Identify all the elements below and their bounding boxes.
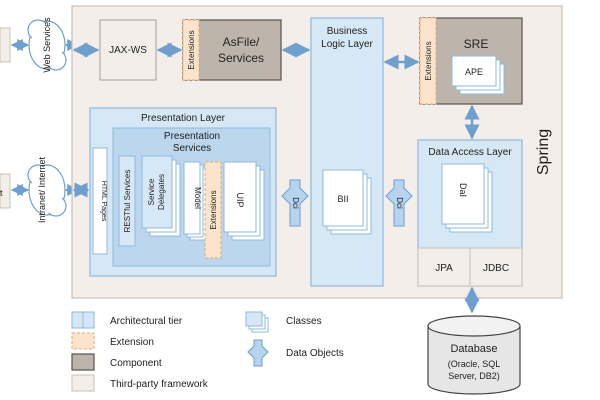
asfile-label-line2: Services: [218, 51, 264, 65]
legend-classes-icon: [245, 311, 269, 333]
model-label: Model: [193, 187, 202, 209]
sre-extensions-strip: [419, 17, 437, 105]
web-services-label: Web Services: [42, 17, 52, 73]
uip-classes: UIP: [223, 161, 265, 241]
database-title: Database: [450, 343, 497, 355]
intranet-cloud: Intranet/ Internet: [27, 156, 67, 223]
asfile-extensions-strip: [182, 19, 200, 81]
asfile-label-line1: AsFile/: [223, 35, 260, 49]
asfile-extensions-label: Extensions: [187, 30, 196, 69]
jdbc-label: JDBC: [483, 263, 509, 274]
presentation-extensions-label: Extensions: [209, 190, 218, 229]
external-stub-top: [0, 27, 11, 63]
presentation-layer-label: Presentation Layer: [141, 113, 226, 124]
model-classes: Model: [183, 161, 207, 241]
dci-right-label: Dci: [395, 197, 404, 209]
business-label-line2: Logic Layer: [321, 39, 373, 50]
intranet-label-line1: Intranet/ Internet: [37, 156, 47, 223]
service-delegates-label-line2: Delegates: [157, 174, 166, 210]
legend-third-party: Third-party framework: [110, 379, 209, 390]
legend-swatch-extension: [71, 332, 95, 350]
legend-swatch-component: [71, 353, 95, 371]
ape-label: APE: [465, 67, 483, 77]
jaxws-label: JAX-WS: [109, 45, 147, 56]
bll-classes: BII: [322, 169, 372, 235]
business-logic-layer: [310, 17, 384, 287]
data-access-layer-label: Data Access Layer: [428, 147, 512, 158]
jaxws-box: [99, 19, 157, 81]
business-label-line1: Business: [327, 26, 368, 37]
presentation-services-label-line1: Presentation: [164, 131, 220, 142]
dal-classes: DaI: [441, 163, 493, 233]
jpa-label: JPA: [435, 263, 453, 274]
presentation-extensions-strip: [204, 161, 222, 259]
ape-classes: APE: [451, 55, 505, 95]
legend-data-objects: Data Objects: [286, 348, 344, 359]
dci-left-label: Dci: [291, 197, 300, 209]
uip-label: UIP: [235, 192, 245, 207]
legend-classes: Classes: [286, 316, 322, 327]
legend-extension: Extension: [110, 337, 154, 348]
database-line2: Server, DB2): [448, 371, 500, 381]
dal-label: DaI: [458, 183, 468, 197]
legend-data-objects-icon: [247, 339, 269, 367]
jdbc-box: [469, 247, 523, 287]
restful-services-label: RESTful Services: [123, 170, 132, 233]
external-stub-bottom-label: t: [0, 188, 3, 198]
presentation-services-label-line2: Services: [173, 143, 211, 154]
sre-label: SRE: [464, 37, 489, 51]
legend-swatch-third-party: [71, 374, 95, 392]
legend: Architectural tier Extension Component T…: [71, 311, 344, 392]
external-stub-bottom: [0, 173, 11, 209]
html-pages-label: HTML Pages: [100, 181, 107, 222]
database-line1: (Oracle, SQL: [448, 359, 501, 369]
html-pages-box: [92, 147, 108, 255]
bll-label: BII: [337, 194, 348, 204]
dci-data-object-left: Dci: [281, 179, 309, 227]
database-cylinder: Database (Oracle, SQL Server, DB2): [427, 315, 521, 395]
spring-label: Spring: [535, 129, 552, 175]
dci-data-object-right: Dci: [385, 179, 413, 227]
restful-services-box: [118, 155, 136, 247]
sre-extensions-label: Extensions: [424, 41, 433, 80]
service-delegates-label-line1: Service: [147, 178, 156, 205]
web-services-cloud: Web Services: [27, 17, 67, 73]
legend-architectural-tier: Architectural tier: [110, 316, 183, 327]
jpa-box: [417, 247, 471, 287]
service-delegates-classes: Service Delegates: [141, 155, 181, 237]
legend-component: Component: [110, 358, 162, 369]
